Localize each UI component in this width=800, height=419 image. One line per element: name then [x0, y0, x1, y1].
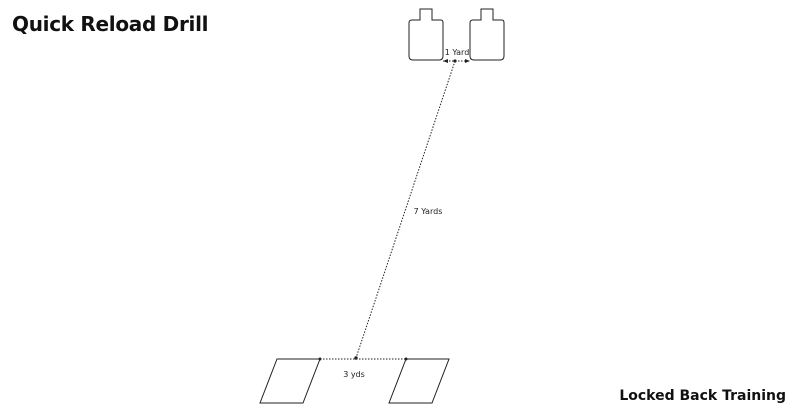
brand-name: Locked Back Training	[619, 388, 786, 404]
distance-label: 7 Yards	[414, 207, 443, 216]
box-spacing-left-dot	[318, 357, 322, 361]
box-spacing-right-dot	[404, 357, 408, 361]
arrow-right-icon	[465, 59, 470, 63]
target-right	[469, 8, 505, 61]
shooting-box-left	[259, 358, 321, 404]
shooting-box-right	[388, 358, 450, 404]
target-spacing-label: 1 Yard	[445, 48, 470, 57]
box-spacing-midpoint	[354, 356, 358, 360]
box-spacing-label: 3 yds	[343, 370, 365, 379]
target-left	[408, 8, 444, 61]
arrow-left-icon	[443, 59, 448, 63]
distance-line	[355, 60, 456, 359]
drill-title: Quick Reload Drill	[12, 12, 209, 36]
